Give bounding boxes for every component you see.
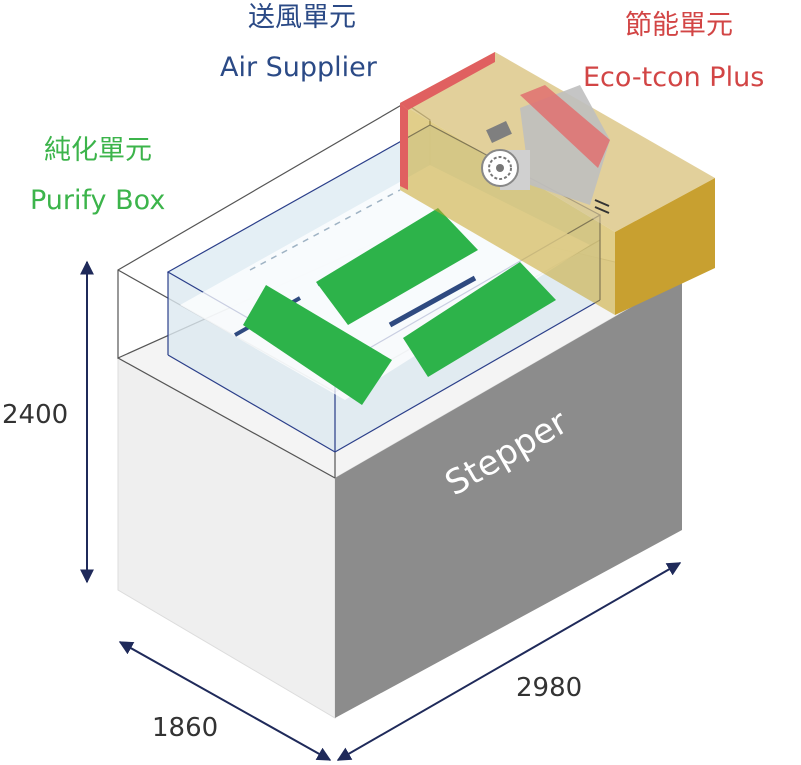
eco-tcon-label-en: Eco-tcon Plus — [583, 62, 765, 93]
air-supplier-label-en: Air Supplier — [220, 52, 377, 83]
purify-box-label-en: Purify Box — [30, 185, 166, 216]
dimension-lines — [80, 260, 682, 761]
eco-tcon-unit — [400, 52, 715, 315]
depth-dimension-line — [118, 641, 332, 761]
air-supplier-label-zh: 送風單元 — [248, 2, 356, 33]
width-dimension-label: 2980 — [516, 673, 583, 703]
fan-icon — [481, 149, 519, 187]
depth-dimension-label: 1860 — [152, 713, 219, 743]
filter-panels — [243, 208, 556, 405]
width-dimension-line — [336, 562, 682, 761]
eco-tcon-label-zh: 節能單元 — [625, 10, 733, 41]
height-dimension-label: 2400 — [2, 400, 69, 430]
purify-box-label-zh: 純化單元 — [44, 135, 152, 166]
